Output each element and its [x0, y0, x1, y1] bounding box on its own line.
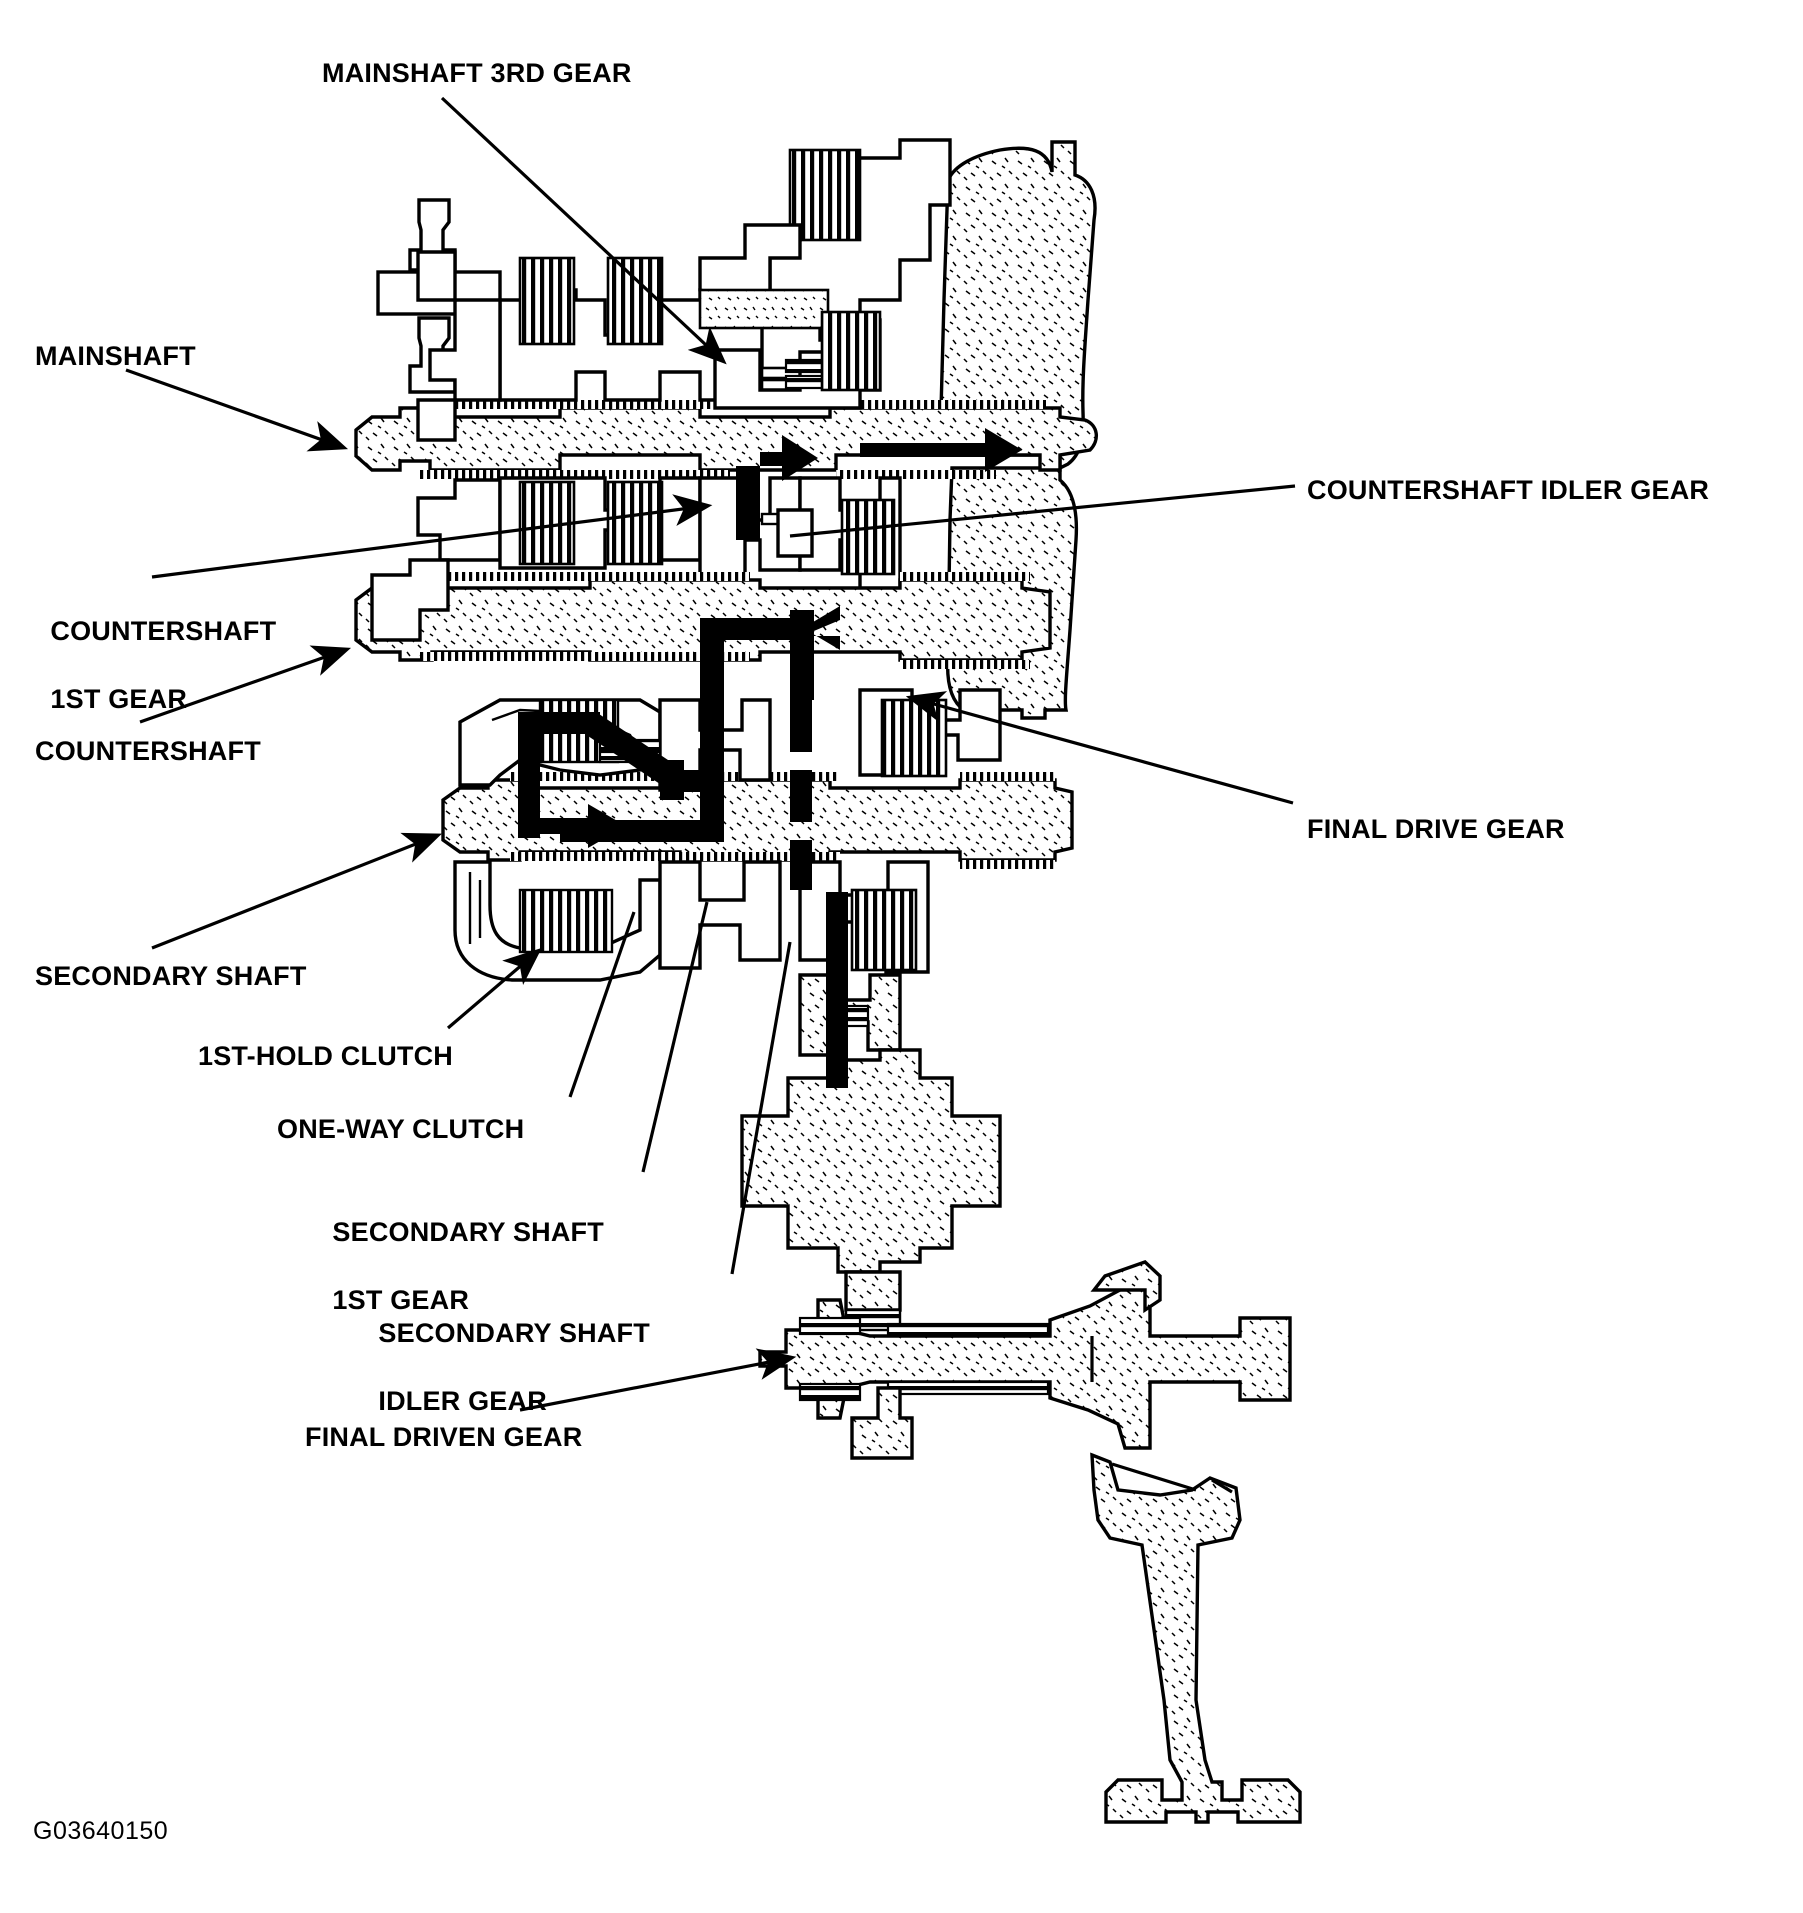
figure-id: G03640150	[33, 1817, 169, 1845]
leader-secondary-shaft	[151, 832, 442, 950]
label-mainshaft-3rd-gear: MAINSHAFT 3RD GEAR	[322, 58, 632, 88]
label-countershaft: COUNTERSHAFT	[35, 736, 261, 766]
label-secondary-shaft: SECONDARY SHAFT	[35, 961, 307, 991]
leader-secondary-shaft-1st-gear	[641, 901, 709, 1173]
label-secondary-shaft-1st-gear: SECONDARY SHAFT 1ST GEAR	[317, 1181, 604, 1317]
label-line-2: 1ST GEAR	[332, 1285, 470, 1315]
label-secondary-shaft-idler-gear: SECONDARY SHAFT IDLER GEAR	[363, 1282, 650, 1418]
label-1st-hold-clutch: 1ST-HOLD CLUTCH	[198, 1041, 453, 1071]
secondary-shaft-idler-gear	[798, 973, 902, 1057]
label-mainshaft: MAINSHAFT	[35, 341, 196, 371]
leader-one-way-clutch	[568, 911, 636, 1098]
output-axle	[1090, 1260, 1302, 1824]
leader-secondary-shaft-idler-gear	[730, 941, 792, 1275]
label-line-1: COUNTERSHAFT	[50, 616, 277, 646]
fourth-clutch-drum	[698, 138, 952, 342]
power-flow-path	[518, 428, 1022, 1088]
label-countershaft-idler-gear: COUNTERSHAFT IDLER GEAR	[1307, 475, 1710, 505]
leader-mainshaft-3rd-gear	[440, 96, 727, 365]
leader-countershaft	[139, 645, 352, 724]
mainshaft-3rd-gear	[713, 310, 882, 410]
leader-countershaft-1st-gear	[151, 494, 713, 579]
label-countershaft-1st-gear: COUNTERSHAFT 1ST GEAR	[35, 580, 276, 716]
secondary-shaft-1st-gear	[798, 860, 930, 974]
leader-final-drive-gear	[905, 691, 1294, 805]
leader-lines	[125, 96, 1296, 1412]
leader-mainshaft	[125, 368, 349, 452]
mainshaft-lower-gear-pack	[416, 476, 902, 592]
label-line-2: IDLER GEAR	[378, 1386, 547, 1416]
final-driven-gear	[758, 1270, 1292, 1460]
label-line-1: SECONDARY SHAFT	[378, 1318, 650, 1348]
leader-final-driven-gear	[519, 1348, 797, 1412]
label-line-1: SECONDARY SHAFT	[332, 1217, 604, 1247]
leader-first-hold-clutch	[446, 947, 542, 1030]
countershaft-idler-gear	[776, 508, 814, 558]
label-line-2: 1ST GEAR	[50, 684, 188, 714]
label-final-drive-gear: FINAL DRIVE GEAR	[1307, 814, 1565, 844]
leader-countershaft-idler-gear	[789, 484, 1296, 538]
differential-case	[740, 1048, 1002, 1332]
countershaft-1st-gear	[370, 558, 450, 642]
label-final-driven-gear: FINAL DRIVEN GEAR	[305, 1422, 583, 1452]
label-one-way-clutch: ONE-WAY CLUTCH	[277, 1114, 525, 1144]
